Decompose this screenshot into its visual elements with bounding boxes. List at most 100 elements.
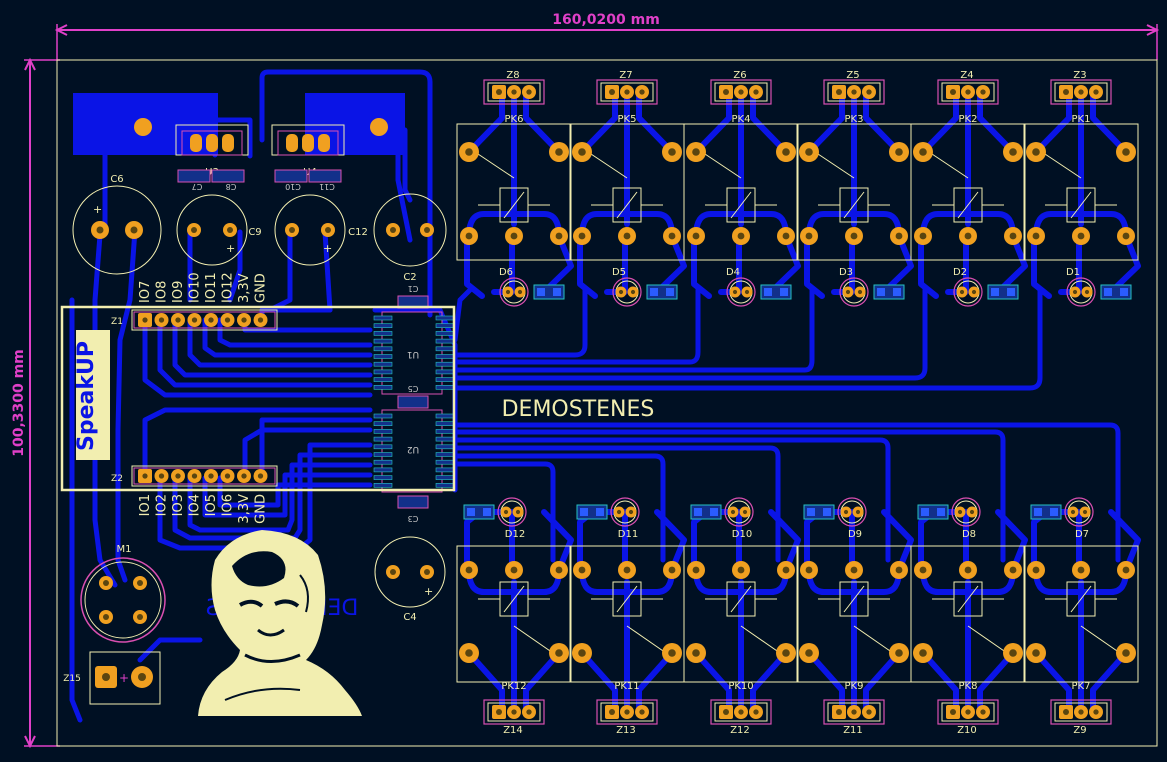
power-connector-z15: + Z15 <box>63 651 161 705</box>
diode-d10 <box>690 497 754 527</box>
top-pin-label: IO12 <box>221 272 236 303</box>
bottom-pin-label: 3,3V <box>237 494 252 524</box>
diode-d9 <box>803 497 867 527</box>
cap-c4: + C4 <box>374 536 446 623</box>
diode-d8 <box>917 497 981 527</box>
terminal-label: Z14 <box>503 725 523 736</box>
relay-channels: PK6Z8D6PK5Z7D5PK4Z6D4PK3Z5D3PK2Z4D2PK1Z3… <box>456 70 1141 736</box>
bottom-pin-label: IO6 <box>221 494 236 516</box>
cap-c3 <box>397 495 429 509</box>
diode-d2 <box>953 277 1019 307</box>
terminal-z4 <box>937 79 999 105</box>
relay-label: PK10 <box>728 681 753 692</box>
c4-label: C4 <box>403 612 416 623</box>
top-pin-label: IO7 <box>138 281 153 303</box>
terminal-z8 <box>483 79 545 105</box>
mic-m1: M1 <box>80 544 166 643</box>
terminal-z10 <box>937 699 999 725</box>
bottom-pin-label: IO2 <box>155 494 170 516</box>
top-pin-label: GND <box>254 273 269 303</box>
speakup-logo: SpeakUP <box>74 341 99 451</box>
small-caps: C7 C8 C10 C11 <box>177 169 342 191</box>
terminal-z9 <box>1050 699 1112 725</box>
diode-label: D12 <box>505 529 525 540</box>
relay-label: PK1 <box>1072 114 1091 125</box>
top-pin-label: IO10 <box>188 272 203 303</box>
relay-label: PK4 <box>732 114 751 125</box>
terminal-label: Z11 <box>843 725 863 736</box>
dimension-width-label: 160,0200 mm <box>552 12 660 28</box>
diode-d6 <box>499 277 565 307</box>
bottom-pin-label: IO4 <box>188 494 203 516</box>
relay-label: PK6 <box>505 114 524 125</box>
relay-label: PK9 <box>845 681 864 692</box>
terminal-z11 <box>823 699 885 725</box>
svg-text:+: + <box>226 242 235 255</box>
relay-label: PK7 <box>1072 681 1091 692</box>
c1-label: C1 <box>408 284 419 293</box>
top-pin-label: IO9 <box>171 281 186 303</box>
relay-label: PK2 <box>959 114 978 125</box>
u2-label: U2 <box>407 444 419 454</box>
diode-label: D7 <box>1075 529 1089 540</box>
relay-label: PK8 <box>959 681 978 692</box>
mounting-hole <box>134 118 152 136</box>
svg-text:+: + <box>323 242 332 255</box>
cap-c6: + C6 <box>72 174 162 275</box>
dimension-width: 160,0200 mm <box>54 12 1160 60</box>
svg-text:+: + <box>119 671 129 685</box>
diode-d1 <box>1066 277 1132 307</box>
c6-label: C6 <box>110 174 123 185</box>
c11-label: C11 <box>319 182 335 191</box>
diode-d7 <box>1030 497 1094 527</box>
terminal-label: Z3 <box>1073 70 1086 81</box>
ic-u1: U1 <box>373 311 455 395</box>
c9-label: C9 <box>248 227 261 238</box>
terminal-z14 <box>483 699 545 725</box>
m1-label: M1 <box>117 544 132 555</box>
bottom-pin-label: IO3 <box>171 494 186 516</box>
terminal-label: Z5 <box>846 70 859 81</box>
c7-label: C7 <box>192 182 203 191</box>
terminal-z7 <box>596 79 658 105</box>
svg-text:+: + <box>93 203 102 216</box>
relay-label: PK11 <box>614 681 639 692</box>
z2-label: Z2 <box>111 474 123 484</box>
cap-c2: C2 <box>373 193 447 283</box>
terminal-z12 <box>710 699 772 725</box>
relay-label: PK3 <box>845 114 864 125</box>
portrait-graphic <box>198 530 362 716</box>
diode-label: D6 <box>499 267 513 278</box>
top-pin-label: IO11 <box>204 272 219 303</box>
c10-label: C10 <box>285 182 301 191</box>
dimension-height: 100,3300 mm <box>11 57 60 749</box>
svg-text:+: + <box>424 585 433 598</box>
c5-label: C5 <box>408 384 419 393</box>
relay-label: PK12 <box>501 681 526 692</box>
u1-label: U1 <box>407 349 419 359</box>
mounting-hole <box>370 118 388 136</box>
cap-c5 <box>397 395 429 409</box>
diode-label: D8 <box>962 529 976 540</box>
terminal-label: Z9 <box>1073 725 1086 736</box>
dimension-height-label: 100,3300 mm <box>11 349 27 457</box>
terminal-label: Z7 <box>619 70 632 81</box>
bottom-pin-label: IO1 <box>138 494 153 516</box>
c3-label: C3 <box>408 514 419 523</box>
cap-c12: + C12 <box>274 194 368 266</box>
diode-label: D5 <box>612 267 626 278</box>
diode-d11 <box>576 497 640 527</box>
c8-label: C8 <box>226 182 237 191</box>
terminal-z3 <box>1050 79 1112 105</box>
diode-label: D2 <box>953 267 967 278</box>
